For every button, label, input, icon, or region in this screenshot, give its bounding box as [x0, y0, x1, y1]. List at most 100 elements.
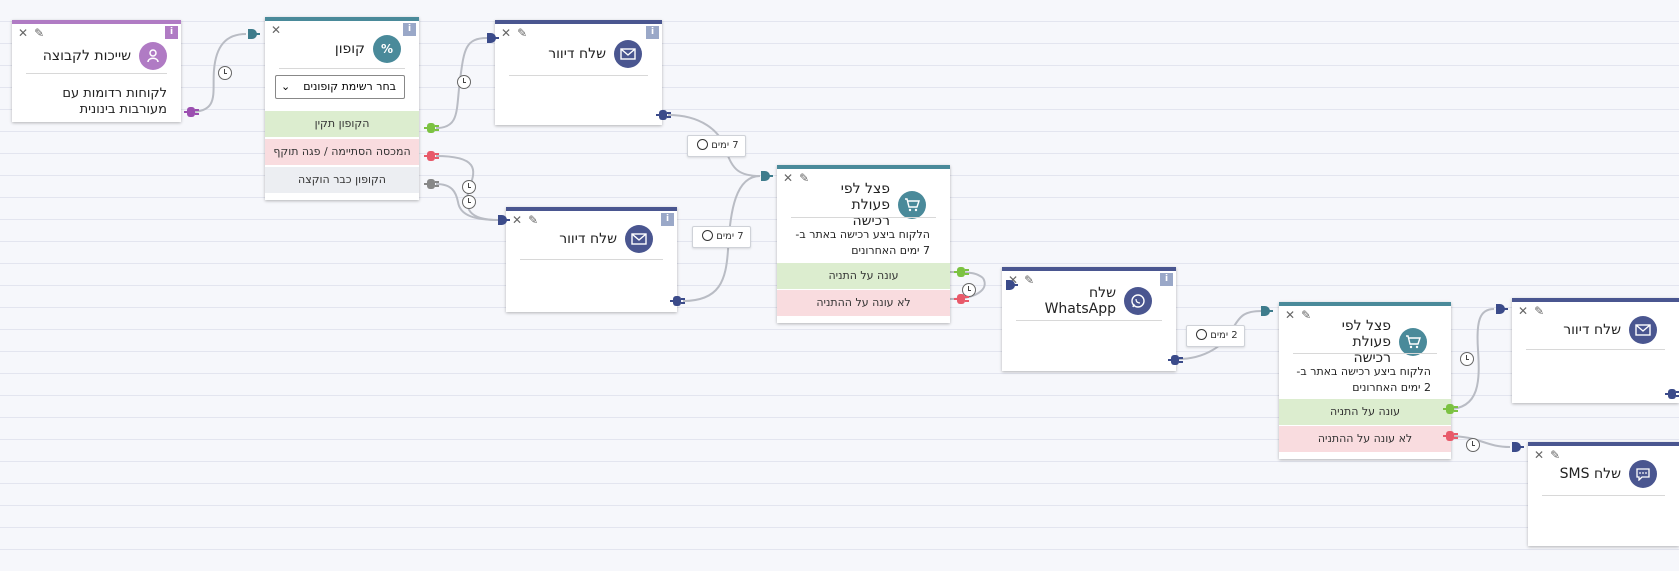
branch-coupon-allocated: הקופון כבר הוקצה	[265, 166, 419, 193]
delay-tag[interactable]: 7 ימים	[692, 226, 751, 248]
output-port-coupon-expired[interactable]	[424, 149, 440, 163]
edit-icon[interactable]: ✎	[528, 213, 539, 227]
node-accent-bar	[495, 20, 662, 24]
edit-icon[interactable]: ✎	[1534, 304, 1545, 318]
whatsapp-icon	[1124, 287, 1152, 315]
node-tools: ✕ ✎	[1008, 274, 1034, 286]
input-port-mail2[interactable]	[496, 213, 510, 227]
branch-condition-not-met: לא עונה על ההתניה	[777, 289, 950, 316]
node-group-membership[interactable]: i ✕ ✎ שייכות לקבוצה לקוחות רדומות עם מעו…	[12, 20, 181, 122]
wire-clock-icon[interactable]	[1460, 352, 1474, 366]
cart-icon	[1399, 328, 1427, 356]
edit-icon[interactable]: ✎	[1024, 273, 1035, 287]
node-accent-bar	[777, 165, 950, 169]
input-port-whatsapp[interactable]	[1004, 278, 1018, 292]
node-title: שלח דיוור	[548, 46, 606, 62]
output-port-purchase2-yes[interactable]	[1443, 402, 1459, 416]
node-purchase-split-1[interactable]: ✕ ✎ פצל לפי פעולת רכישה הלקוח ביצע רכישה…	[777, 165, 950, 323]
output-port-mail3[interactable]	[1665, 387, 1679, 401]
node-description: הלקוח ביצע רכישה באתר ב- 7 ימים האחרונים	[795, 228, 930, 257]
node-tools: ✕ ✎	[512, 214, 538, 226]
input-port-coupon[interactable]	[246, 27, 260, 41]
output-port-purchase2-no[interactable]	[1443, 429, 1459, 443]
wire-clock-icon[interactable]	[218, 66, 232, 80]
node-title: פצל לפי פעולת רכישה	[1341, 318, 1391, 366]
output-port-coupon-allocated[interactable]	[424, 177, 440, 191]
wire-clock-icon[interactable]	[462, 180, 476, 194]
divider	[520, 259, 663, 260]
node-title: קופון	[334, 41, 365, 57]
branch-coupon-expired: המכסה הסתיימה / פגה תוקף	[265, 138, 419, 165]
node-send-mail-2[interactable]: i ✕ ✎ שלח דיוור	[506, 207, 677, 312]
node-description: לקוחות רדומות עם מעורבות בינונית	[62, 86, 167, 117]
node-send-mail-3[interactable]: ✕ ✎ שלח דיוור	[1512, 298, 1679, 403]
close-icon[interactable]: ✕	[501, 26, 512, 40]
close-icon[interactable]: ✕	[1518, 304, 1529, 318]
cart-icon	[898, 191, 926, 219]
edit-icon[interactable]: ✎	[517, 26, 528, 40]
input-port-purchase2[interactable]	[1259, 304, 1273, 318]
divider	[1016, 320, 1162, 321]
info-icon[interactable]: i	[165, 26, 178, 39]
output-port-purchase1-no[interactable]	[954, 292, 970, 306]
node-accent-bar	[506, 207, 677, 211]
node-accent-bar	[12, 20, 181, 24]
delay-tag[interactable]: 7 ימים	[687, 135, 746, 157]
close-icon[interactable]: ✕	[18, 26, 29, 40]
input-port-mail1[interactable]	[485, 31, 499, 45]
node-accent-bar	[265, 17, 419, 21]
node-tools: ✕ ✎	[18, 27, 44, 39]
chevron-down-icon: ⌄	[281, 80, 291, 93]
delay-tag[interactable]: 2 ימים	[1186, 325, 1245, 347]
node-tools: ✕ ✎	[1534, 449, 1560, 461]
output-port-purchase1-yes[interactable]	[954, 265, 970, 279]
node-header: שלח דיוור	[1526, 316, 1657, 344]
edit-icon[interactable]: ✎	[1550, 448, 1561, 462]
wire-clock-icon[interactable]	[457, 75, 471, 89]
node-send-mail-1[interactable]: i ✕ ✎ שלח דיוור	[495, 20, 662, 125]
coupon-list-select[interactable]: בחר רשימת קופונים ⌄	[275, 75, 405, 99]
output-port-mail1[interactable]	[656, 108, 672, 122]
info-icon[interactable]: i	[661, 213, 674, 226]
output-port-group[interactable]	[184, 105, 200, 119]
close-icon[interactable]: ✕	[512, 213, 523, 227]
node-header: שייכות לקבוצה	[26, 42, 167, 70]
info-icon[interactable]: i	[646, 26, 659, 39]
node-accent-bar	[1528, 442, 1679, 446]
node-send-sms[interactable]: ✕ ✎ שלח SMS	[1528, 442, 1679, 546]
clock-icon	[1196, 328, 1207, 340]
node-title: שלח דיוור	[1563, 322, 1621, 338]
edit-icon[interactable]: ✎	[799, 171, 810, 185]
node-send-whatsapp[interactable]: i ✕ ✎ שלח WhatsApp	[1002, 267, 1176, 371]
input-port-sms[interactable]	[1510, 440, 1524, 454]
wire-clock-icon[interactable]	[462, 195, 476, 209]
edit-icon[interactable]: ✎	[34, 26, 45, 40]
divider	[791, 217, 936, 218]
divider	[279, 68, 405, 69]
output-port-whatsapp[interactable]	[1168, 353, 1184, 367]
output-port-mail2[interactable]	[670, 294, 686, 308]
node-tools: ✕ ✎	[1518, 305, 1544, 317]
info-icon[interactable]: i	[1160, 273, 1173, 286]
close-icon[interactable]: ✕	[1285, 308, 1296, 322]
close-icon[interactable]: ✕	[783, 171, 794, 185]
edit-icon[interactable]: ✎	[1301, 308, 1312, 322]
node-title: פצל לפי פעולת רכישה	[840, 181, 890, 229]
input-port-mail3[interactable]	[1494, 302, 1508, 316]
close-icon[interactable]: ✕	[1008, 273, 1019, 287]
info-icon[interactable]: i	[403, 23, 416, 36]
input-port-purchase1[interactable]	[759, 169, 773, 183]
chat-icon	[1629, 460, 1657, 488]
close-icon[interactable]: ✕	[271, 23, 282, 37]
group-icon	[139, 42, 167, 70]
node-description: הלקוח ביצע רכישה באתר ב- 2 ימים האחרונים	[1296, 365, 1431, 394]
node-title: שלח דיוור	[559, 231, 617, 247]
delay-text: 7 ימים	[716, 231, 744, 242]
wire-clock-icon[interactable]	[1466, 438, 1480, 452]
close-icon[interactable]: ✕	[1534, 448, 1545, 462]
output-port-coupon-valid[interactable]	[424, 121, 440, 135]
divider	[1526, 349, 1665, 350]
node-purchase-split-2[interactable]: ✕ ✎ פצל לפי פעולת רכישה הלקוח ביצע רכישה…	[1279, 302, 1451, 459]
node-coupon[interactable]: i ✕ % קופון בחר רשימת קופונים ⌄ הקופון ת…	[265, 17, 419, 200]
